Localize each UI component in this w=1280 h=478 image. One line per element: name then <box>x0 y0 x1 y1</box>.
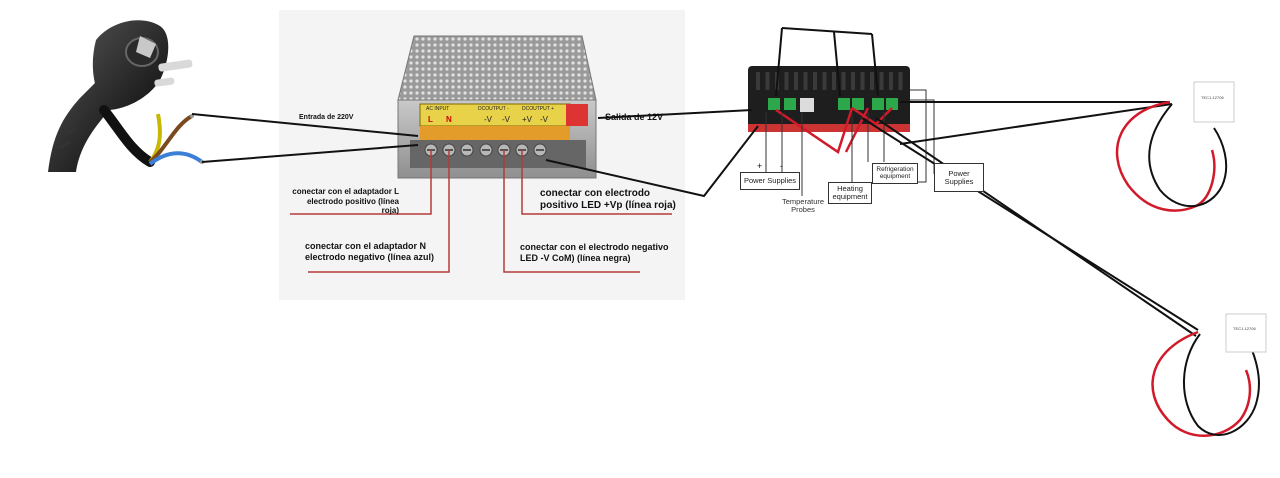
power-supplies-right-box: Power Supplies <box>934 163 984 192</box>
adapter-n-annotation: conectar con el adaptador N electrodo ne… <box>305 241 434 263</box>
power-supply-unit <box>397 35 597 179</box>
temperature-probes-line1: Temperature <box>781 197 825 206</box>
led-vp-line2: positivo LED +Vp (línea roja) <box>540 200 676 211</box>
temperature-probes-label: Temperature Probes <box>774 198 832 214</box>
output-12v-label: Salida de 12V <box>605 112 664 122</box>
terminal-l-label: L <box>428 115 433 124</box>
peltier-module-top <box>1115 81 1235 212</box>
controller-vent-slot <box>851 72 855 90</box>
power-plug <box>48 20 204 172</box>
power-supplies-left-box: Power Supplies <box>740 172 800 190</box>
psu-annotation-leaders <box>290 150 672 273</box>
terminal-v-minus-label-1: -V <box>484 115 493 124</box>
controller-plus-sign: + <box>757 161 763 171</box>
controller-vent-slot <box>889 72 893 90</box>
controller-vent-slot <box>898 72 903 90</box>
led-com-annotation: conectar con el electrodo negativo LED -… <box>520 242 669 264</box>
refrigeration-line1: Refrigeration <box>876 165 914 173</box>
psu-terminal-screws <box>424 143 547 157</box>
controller-vent-slot <box>756 72 760 90</box>
peltier-top-label: TEC1-12706 <box>1201 95 1224 100</box>
led-com-line1: conectar con el electrodo negativo <box>520 242 669 252</box>
power-supplies-left-label: Power Supplies <box>743 176 797 186</box>
controller-vent-slot <box>803 72 808 90</box>
refrigeration-equipment-box: Refrigeration equipment <box>872 163 918 184</box>
heating-line1: Heating <box>837 184 863 194</box>
led-vp-line1: conectar con electrodo <box>540 188 651 199</box>
terminal-dc-output-1-label: DCOUTPUT - <box>478 106 509 112</box>
power-supplies-right-line1: Power <box>948 168 970 178</box>
controller-vent-slot <box>870 72 874 90</box>
terminal-n-label: N <box>446 115 452 124</box>
controller-vent-slot <box>841 72 846 90</box>
terminal-v-minus-label-3: -V <box>540 115 549 124</box>
peltier-bottom-label: TEC1-12706 <box>1233 326 1256 331</box>
heating-line2: equipment <box>832 192 868 201</box>
terminal-v-plus-label-1: +V <box>522 115 533 124</box>
psu-terminal-labels: AC INPUT DCOUTPUT - DCOUTPUT + L N -V -V… <box>426 106 554 124</box>
controller-vent-slot <box>822 72 827 90</box>
terminal-v-minus-label-2: -V <box>502 115 511 124</box>
controller-vents <box>756 72 903 90</box>
controller-vent-slot <box>784 72 789 90</box>
input-220v-label: Entrada de 220V <box>299 114 354 121</box>
controller-vent-slot <box>765 72 770 90</box>
power-supplies-right-line2: Supplies <box>944 176 974 186</box>
terminal-ac-input-label: AC INPUT <box>426 106 449 112</box>
black-wires <box>191 27 1199 337</box>
adapter-l-annotation: conectar con el adaptador L electrodo po… <box>289 187 399 216</box>
controller-minus-sign: - <box>780 161 783 171</box>
temperature-controller <box>748 66 910 132</box>
adapter-l-line2: electrodo positivo (línea roja) <box>306 196 399 216</box>
controller-vent-slot <box>879 72 884 90</box>
adapter-n-line2: electrodo negativo (línea azul) <box>305 251 435 262</box>
peltier-module-bottom <box>1151 313 1267 437</box>
controller-red-jumpers <box>775 106 893 154</box>
heating-equipment-box: Heating equipment <box>828 182 872 204</box>
terminal-dc-output-2-label: DCOUTPUT + <box>522 106 554 112</box>
temperature-probes-line2: Probes <box>791 204 815 214</box>
controller-vent-slot <box>794 72 798 90</box>
controller-vent-slot <box>860 72 865 90</box>
refrigeration-line2: equipment <box>879 172 911 180</box>
controller-vent-slot <box>832 72 836 90</box>
adapter-l-line1: conectar con el adaptador L <box>292 187 399 196</box>
led-vp-annotation: conectar con electrodo positivo LED +Vp … <box>540 188 676 212</box>
led-com-line2: LED -V CoM) (línea negra) <box>520 252 631 263</box>
adapter-n-line1: conectar con el adaptador N <box>305 241 427 251</box>
controller-vent-slot <box>813 72 817 90</box>
